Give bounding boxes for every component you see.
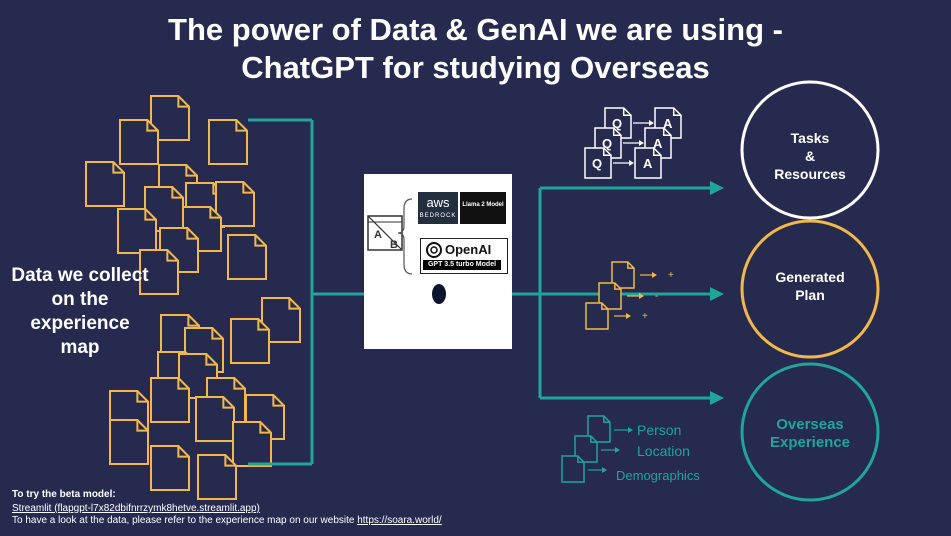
plan-doc-icon [585,302,609,330]
plan-doc-icon [611,261,635,289]
plan-line-1: Generated [775,269,845,285]
data-document-icon [119,119,159,165]
tasks-resources-label: Tasks & Resources [752,129,868,183]
data-document-icon [85,161,125,207]
ab-letter-a: A [374,229,382,241]
ab-test-icon: A B [367,198,446,304]
data-document-icon [208,119,248,165]
data-document-icon [139,249,179,295]
a-letter: A [643,156,653,171]
data-document-icon [109,419,149,465]
data-note-row: To have a look at the data, please refer… [12,515,442,526]
a-letter: A [653,136,663,151]
llama-label: Llama 2 Model [462,202,504,208]
model-output-dot [432,284,446,304]
feature-person: Person [637,422,682,438]
output-arrows [512,181,724,405]
tasks-line-2: & [804,148,816,164]
plan-circle [740,219,880,359]
data-document-icon [150,445,190,491]
data-document-icon [197,454,237,500]
experience-line-2: Experience [769,434,851,451]
demographic-doc-icon [561,455,585,483]
data-note: To have a look at the data, please refer… [12,515,355,526]
data-document-icon [232,421,272,467]
tasks-circle [740,80,880,220]
ab-letter-b: B [390,239,398,251]
overseas-experience-label: Overseas Experience [752,416,868,452]
aws-bedrock-logo: aws BEDROCK [418,192,458,224]
data-document-icon [227,234,267,280]
generated-plan-label: Generated Plan [752,268,868,304]
bedrock-label: BEDROCK [419,213,457,219]
plan-sign: + [642,311,648,322]
streamlit-link[interactable]: Streamlit (flapgpt-l7x82dbifnrrzymk8hetv… [12,503,260,514]
openai-logo: OpenAI GPT 3.5 turbo Model [420,238,508,274]
beta-heading: To try the beta model: [12,489,116,500]
data-document-icon [215,181,255,227]
data-document-icon [230,318,270,364]
feature-location: Location [637,443,690,459]
q-letter: Q [602,136,612,151]
llama-logo: Llama 2 Model [460,192,506,224]
plan-line-2: Plan [795,287,825,303]
openai-label: OpenAI [445,242,492,257]
demographic-documents-icon [561,415,633,483]
data-collection-label: Data we collect on the experience map [11,265,149,358]
aws-label: aws [426,195,450,210]
q-letter: Q [592,156,602,171]
experience-line-1: Overseas [776,416,844,433]
plan-sign: - [655,291,658,302]
plan-documents-icon: +-+ [585,261,674,330]
feature-demographics: Demographics [616,468,700,483]
a-letter: A [663,116,673,131]
experience-circle [740,362,880,502]
answer-doc-icon [634,147,662,179]
qa-pairs-icon: Q A Q A Q A [584,107,682,179]
tasks-line-3: Resources [774,166,846,182]
data-document-icon [195,396,235,442]
tasks-line-1: Tasks [790,130,830,146]
openai-icon [426,242,442,258]
data-document-icon [150,377,190,423]
data-documents-group [85,95,301,500]
gpt-model-label: GPT 3.5 turbo Model [423,260,501,270]
website-link[interactable]: https://soara.world/ [357,515,442,526]
data-document-icon [117,208,157,254]
page-title-line1: The power of Data & GenAI we are using - [168,12,783,47]
streamlit-link-row: Streamlit (flapgpt-l7x82dbifnrrzymk8hetv… [12,503,260,514]
page-title-line2: ChatGPT for studying Overseas [241,50,710,85]
plan-sign: + [668,270,674,281]
q-letter: Q [612,116,622,131]
question-doc-icon [584,147,612,179]
